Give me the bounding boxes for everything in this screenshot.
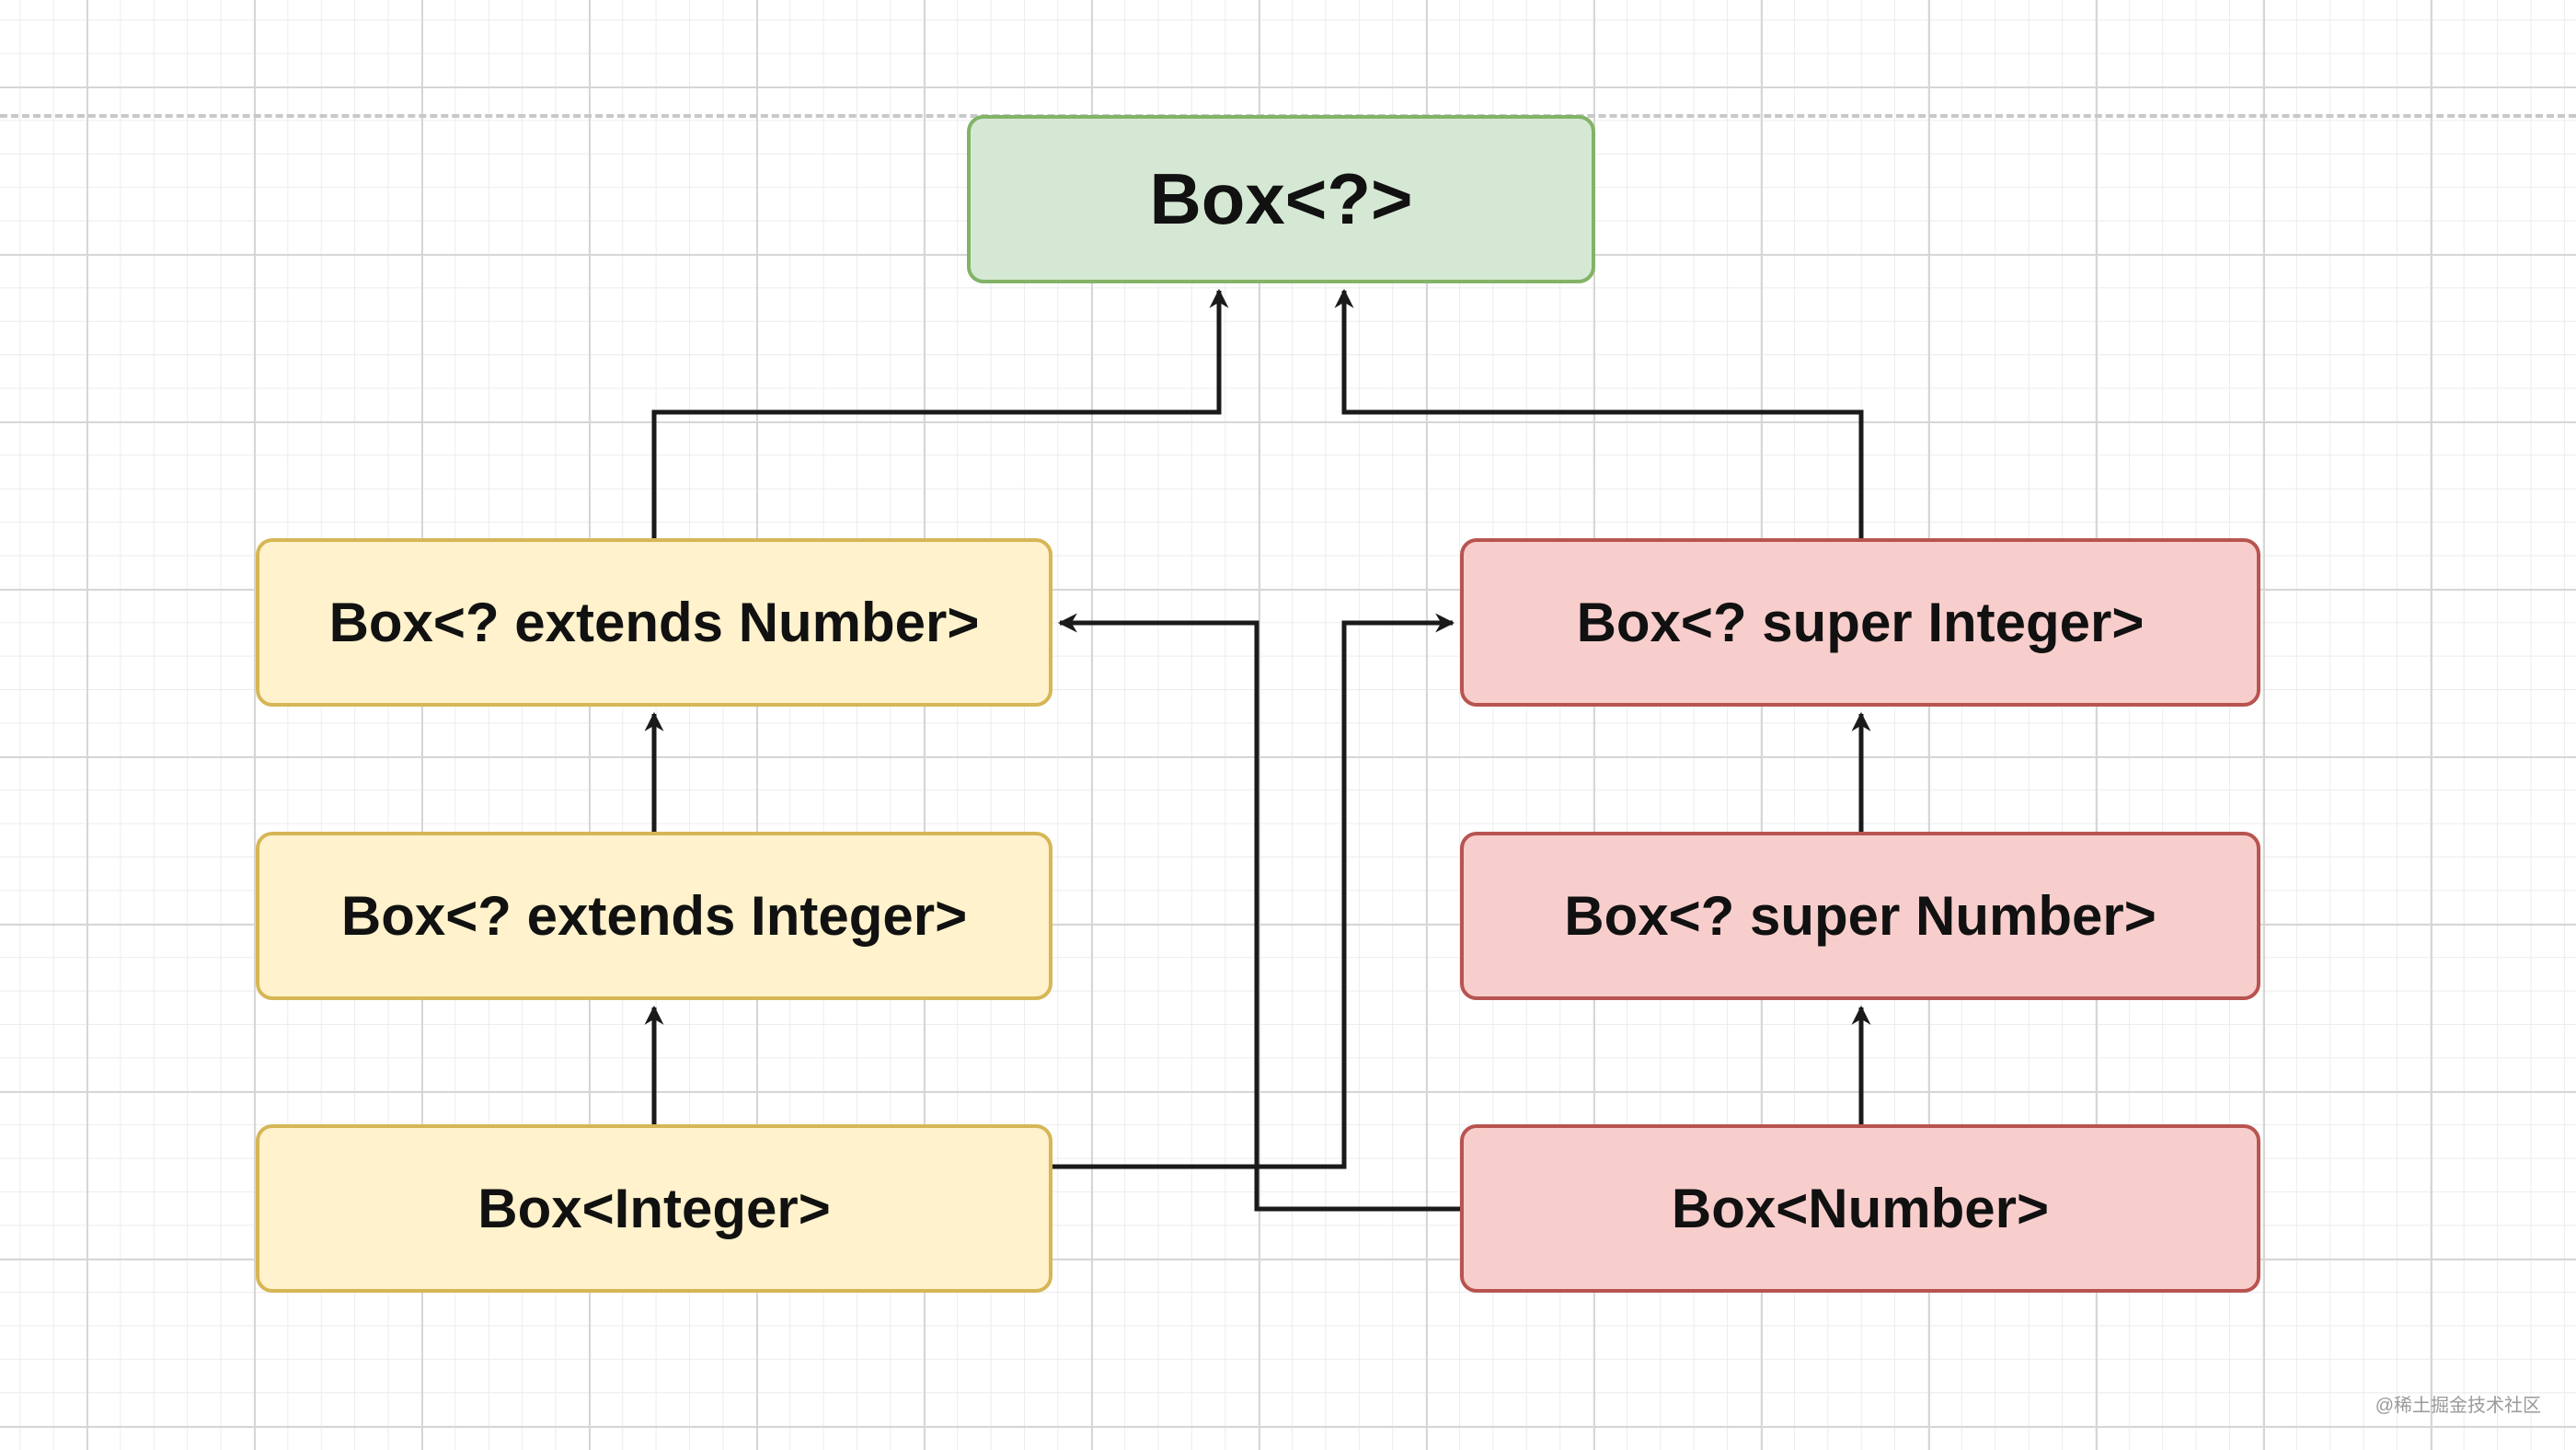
node-label: Box<?> <box>1149 158 1413 239</box>
node-box-extends-number[interactable]: Box<? extends Number> <box>256 538 1052 707</box>
edge-super-integer-to-wildcard <box>1334 288 1864 538</box>
node-box-extends-integer[interactable]: Box<? extends Integer> <box>256 832 1052 1000</box>
watermark: @稀土掘金技术社区 <box>2375 1396 2541 1416</box>
node-box-super-number[interactable]: Box<? super Number> <box>1460 832 2260 1000</box>
node-box-super-integer[interactable]: Box<? super Integer> <box>1460 538 2260 707</box>
node-box-wildcard[interactable]: Box<?> <box>967 115 1595 283</box>
node-label: Box<? extends Number> <box>328 592 980 653</box>
edge-number-to-extends-number <box>1057 613 1460 1212</box>
node-label: Box<Integer> <box>477 1178 831 1239</box>
node-label: Box<? extends Integer> <box>340 885 968 947</box>
edge-integer-to-super-integer <box>1052 613 1455 1169</box>
node-label: Box<? super Integer> <box>1576 592 2145 653</box>
node-box-integer[interactable]: Box<Integer> <box>256 1124 1052 1293</box>
node-box-number[interactable]: Box<Number> <box>1460 1124 2260 1293</box>
node-label: Box<Number> <box>1671 1178 2050 1239</box>
node-label: Box<? super Number> <box>1564 885 2156 947</box>
edge-extends-number-to-wildcard <box>651 288 1229 538</box>
